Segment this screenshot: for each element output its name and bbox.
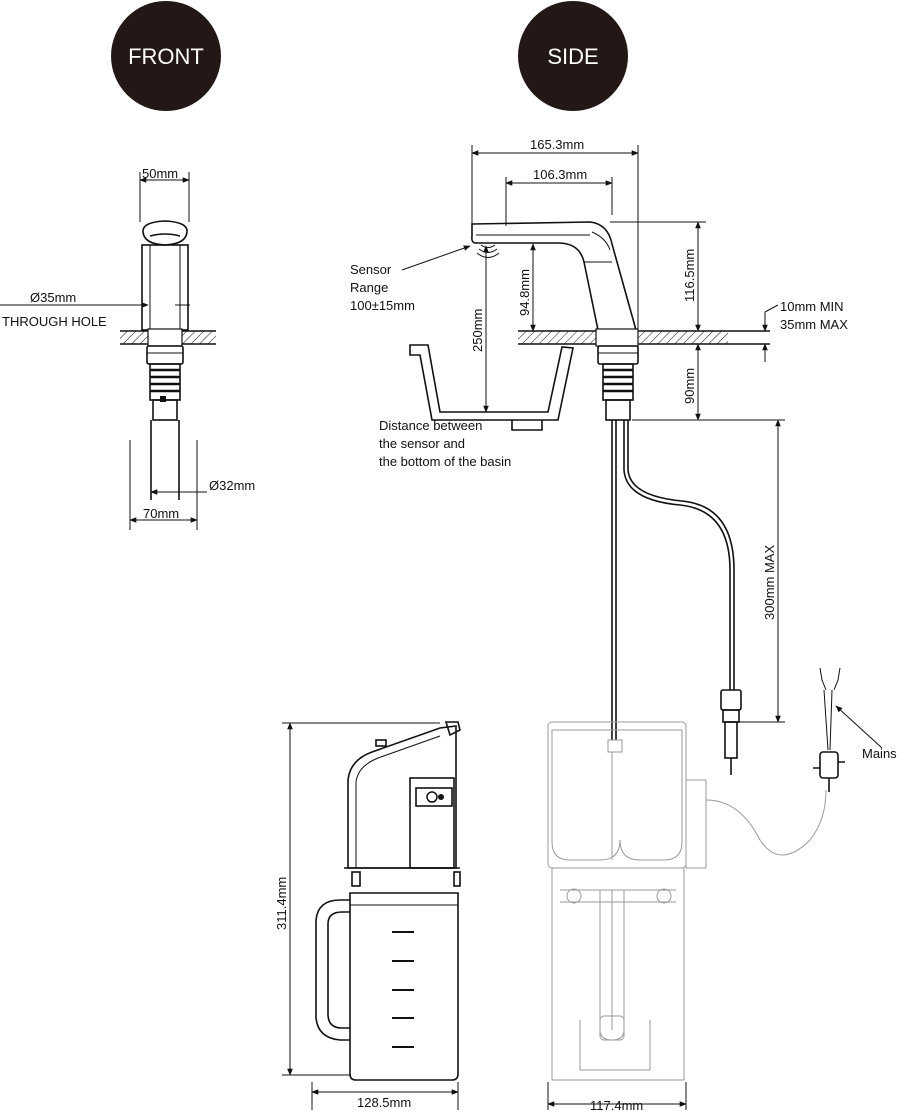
- side-overall-length-label: 165.3mm: [530, 137, 584, 152]
- sensor-wave-icon: [476, 244, 500, 258]
- front-base-width-label: 70mm: [143, 506, 179, 521]
- side-spout: [471, 221, 638, 331]
- front-width-top-label: 50mm: [142, 166, 178, 181]
- basin: [409, 344, 574, 421]
- box-button-icon: [426, 791, 438, 803]
- control-box-side: 311.4mm 128.5mm: [274, 721, 461, 1110]
- front-hole-text: THROUGH HOLE: [2, 314, 107, 329]
- front-hole-diameter-label: Ø35mm: [30, 290, 76, 305]
- side-view: 165.3mm 106.3mm 116.5mm 94.8mm Sensor Ra…: [350, 137, 848, 775]
- box-width-label: 117.4mm: [590, 1098, 643, 1113]
- side-nut: [597, 345, 639, 365]
- side-height-label: 116.5mm: [682, 249, 697, 302]
- front-handle: [142, 220, 188, 246]
- front-view: 50mm Ø35mm THROUGH HOLE: [0, 166, 255, 530]
- box-height-label: 311.4mm: [274, 877, 289, 930]
- water-tank: [349, 892, 459, 1081]
- side-sensor-basin-label: 250mm: [470, 309, 485, 352]
- sensor-label-line1: Sensor: [350, 262, 392, 277]
- front-nut: [146, 345, 184, 365]
- control-box-front: 117.4mm: [547, 721, 827, 1113]
- sensor-label-line3: 100±15mm: [350, 298, 415, 313]
- side-badge: SIDE: [518, 1, 628, 111]
- basin-note-line3: the bottom of the basin: [379, 454, 511, 469]
- mains-plug: Mains: [813, 667, 897, 792]
- basin-note-line1: Distance between: [379, 418, 482, 433]
- deck-max-label: 35mm MAX: [780, 317, 848, 332]
- front-badge-label: FRONT: [128, 44, 204, 69]
- shank-length-label: 90mm: [682, 368, 697, 404]
- cable-max-label: 300mm MAX: [762, 545, 777, 620]
- side-spout-reach-label: 106.3mm: [533, 167, 587, 182]
- mains-label: Mains: [862, 746, 897, 761]
- deck-min-label: 10mm MIN: [780, 299, 844, 314]
- side-spout-height-label: 94.8mm: [517, 269, 532, 316]
- box-depth-label: 128.5mm: [357, 1095, 411, 1110]
- front-body: [141, 244, 189, 331]
- basin-note-line2: the sensor and: [379, 436, 465, 451]
- front-body-diameter-label: Ø32mm: [209, 478, 255, 493]
- cable-connector: [720, 689, 742, 711]
- side-badge-label: SIDE: [547, 44, 598, 69]
- front-badge: FRONT: [111, 1, 221, 111]
- sensor-label-line2: Range: [350, 280, 388, 295]
